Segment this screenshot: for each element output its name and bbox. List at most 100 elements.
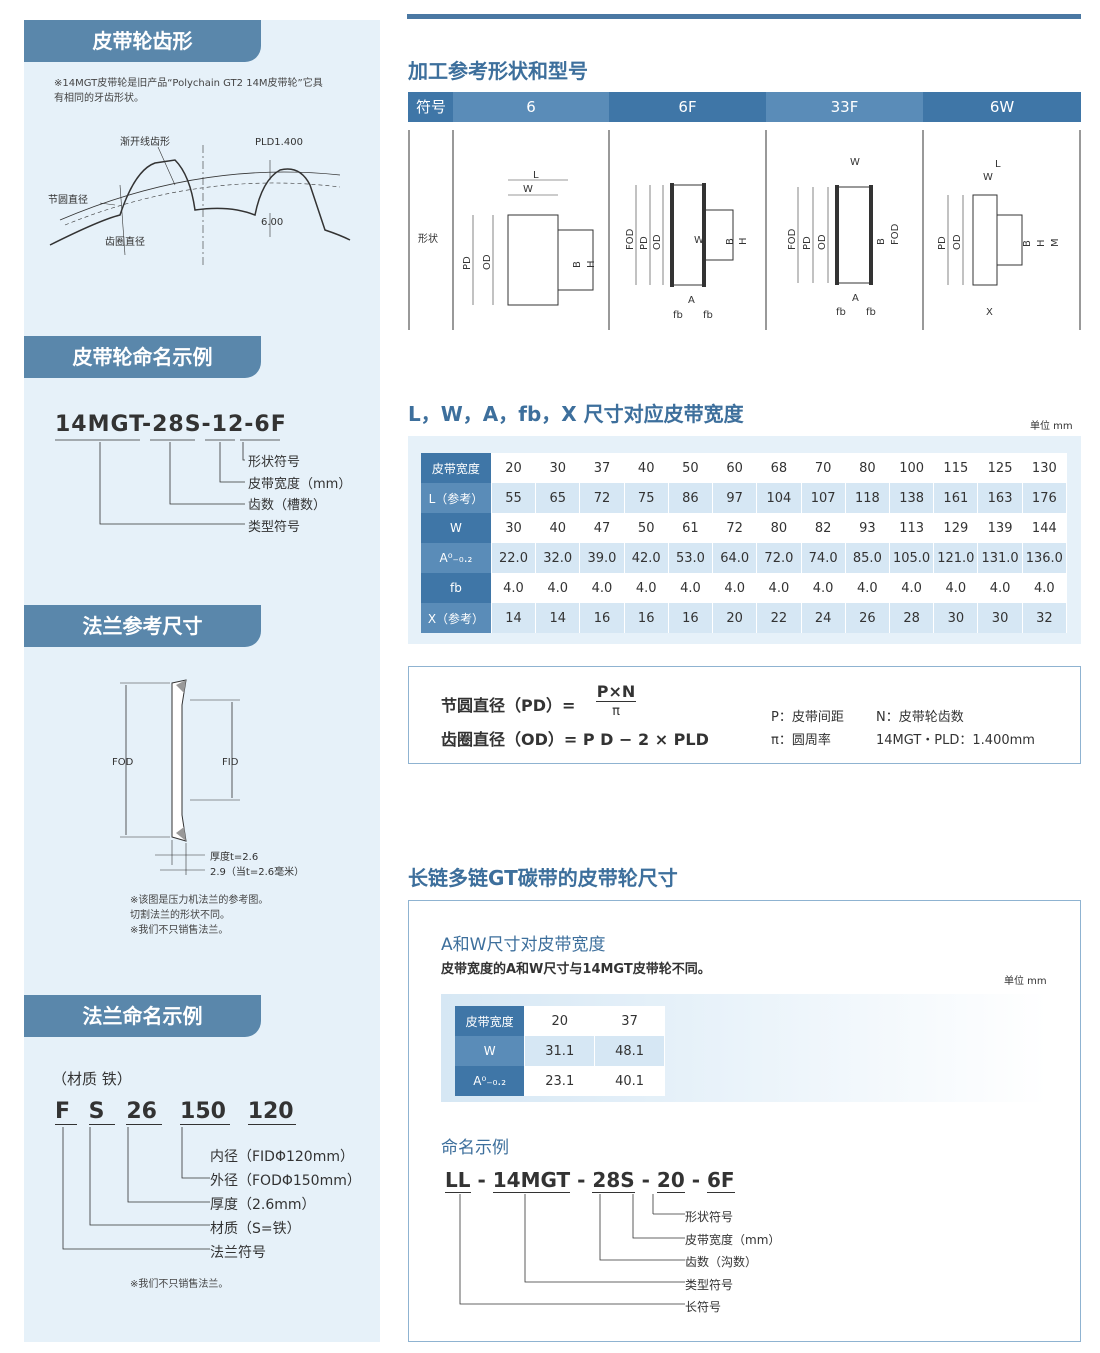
svg-text:OD: OD	[482, 254, 493, 270]
table-cell: 20	[491, 453, 537, 483]
table-cell: 28	[889, 603, 935, 633]
table-cell: 125	[977, 453, 1023, 483]
table-cell: 4.0	[933, 573, 979, 603]
pi-def: π：圆周率	[771, 733, 831, 748]
shapes-title: 加工参考形状和型号	[408, 59, 588, 83]
table-cell: 72	[712, 513, 758, 543]
p-def: P：皮带间距	[771, 710, 844, 725]
row-label: X（参考）	[421, 603, 492, 633]
svg-text:W: W	[694, 235, 704, 246]
flange-tab: 法兰参考尺寸	[24, 605, 261, 647]
table-cell: 176	[1022, 483, 1068, 513]
table-cell: 4.0	[624, 573, 669, 603]
naming-leader-lines	[55, 439, 280, 525]
table-cell: 129	[933, 513, 979, 543]
table-cell: 115	[933, 453, 979, 483]
table-cell: 30	[491, 513, 537, 543]
svg-text:fb: fb	[673, 310, 683, 321]
svg-text:FOD: FOD	[787, 228, 798, 250]
svg-text:PD: PD	[462, 256, 473, 270]
table-cell: 53.0	[668, 543, 714, 573]
longchain-note: 皮带宽度的A和W尺寸与14MGT皮带轮不同。	[441, 962, 711, 977]
shapes-header: 符号 6 6F 33F 6W	[408, 92, 1081, 122]
longchain-box	[408, 900, 1081, 1342]
pd-numerator: P×N	[596, 682, 636, 702]
table-cell: 26	[845, 603, 890, 633]
table-cell: 130	[1022, 453, 1068, 483]
table-cell: 113	[889, 513, 935, 543]
pld-def: 14MGT・PLD：1.400mm	[876, 733, 1035, 748]
svg-text:H: H	[738, 237, 749, 245]
pld-label: PLD1.400	[255, 137, 303, 148]
table-cell: 47	[579, 513, 625, 543]
table-cell: 48.1	[594, 1036, 665, 1066]
svg-text:H: H	[1036, 239, 1047, 247]
table-cell: 4.0	[579, 573, 625, 603]
type-6f: 6F	[609, 92, 766, 122]
svg-text:X: X	[986, 307, 993, 318]
table-cell: 64.0	[712, 543, 758, 573]
table-cell: 80	[756, 513, 802, 543]
table-cell: 144	[1022, 513, 1068, 543]
table-cell: 30	[933, 603, 979, 633]
table-cell: 4.0	[845, 573, 890, 603]
table-cell: 22.0	[491, 543, 537, 573]
fod-label: FOD	[112, 757, 134, 768]
tooth-profile-tab: 皮带轮齿形	[24, 20, 261, 62]
svg-text:PD: PD	[937, 236, 948, 250]
svg-text:W: W	[983, 172, 993, 183]
table-cell: 61	[668, 513, 714, 543]
type-6w: 6W	[923, 92, 1081, 122]
shape-6w-drawing: PD OD LW X B H M	[937, 159, 1061, 318]
table-cell: 30	[535, 453, 581, 483]
type-6: 6	[453, 92, 609, 122]
table-cell: 37	[594, 1006, 665, 1036]
table-cell: 74.0	[801, 543, 846, 573]
table-cell: 65	[535, 483, 581, 513]
table-cell: 16	[668, 603, 714, 633]
flange-note2: ※我们不只销售法兰。	[130, 1279, 229, 1290]
naming-tab: 皮带轮命名示例	[24, 336, 261, 378]
flange-naming-tab: 法兰命名示例	[24, 995, 261, 1037]
svg-text:PD: PD	[802, 236, 813, 250]
row-label: L（参考）	[421, 483, 492, 513]
svg-text:fb: fb	[866, 307, 876, 318]
table-cell: 4.0	[889, 573, 935, 603]
longchain-subtitle: A和W尺寸对皮带宽度	[441, 935, 606, 955]
svg-text:H: H	[586, 260, 597, 268]
table-cell: 86	[668, 483, 714, 513]
table-cell: 50	[624, 513, 669, 543]
table-cell: 4.0	[801, 573, 846, 603]
dims-unit: 单位 mm	[1030, 421, 1073, 432]
table-cell: 4.0	[756, 573, 802, 603]
table-cell: 107	[801, 483, 846, 513]
table-cell: 40	[535, 513, 581, 543]
svg-text:B: B	[725, 238, 736, 245]
naming-code: 14MGT-28S-12-6F	[55, 412, 287, 437]
od-formula: 齿圈直径（OD）= P D − 2 × PLD	[441, 730, 709, 749]
pd-denominator: π	[612, 704, 620, 719]
table-cell: 80	[845, 453, 890, 483]
svg-text:A: A	[688, 295, 695, 306]
longchain-leader-lines	[459, 1194, 685, 1305]
row-label: W	[421, 513, 492, 543]
outer-dia-label: 齿圈直径	[105, 235, 145, 248]
thickness2-label: 2.9（当t=2.6毫米）	[210, 865, 304, 878]
top-bar	[407, 14, 1081, 19]
svg-text:OD: OD	[652, 234, 663, 250]
height-label: 6.00	[261, 217, 283, 228]
table-cell: 139	[977, 513, 1023, 543]
table-cell: 104	[756, 483, 802, 513]
table-cell: 72	[579, 483, 625, 513]
svg-text:B: B	[572, 261, 583, 268]
material-label: （材质 铁）	[52, 1070, 132, 1088]
